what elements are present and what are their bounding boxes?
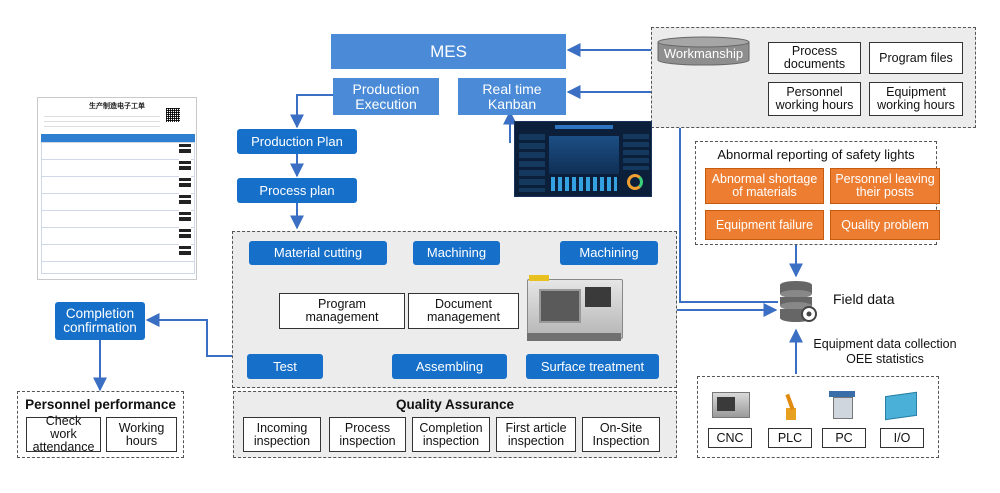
- personnel-performance-title: Personnel performance: [25, 397, 176, 412]
- field-data-database-icon: [780, 281, 817, 322]
- program-management-box: Program management: [279, 293, 405, 329]
- quality-assurance-title: Quality Assurance: [395, 397, 515, 412]
- real-time-kanban-box: Real time Kanban: [458, 78, 566, 115]
- kanban-gauge: [627, 174, 643, 190]
- workmanship-database: Workmanship: [656, 36, 751, 66]
- kanban-title-bar: [555, 125, 613, 129]
- work-order-table-rows: [41, 142, 195, 274]
- plc-robot-icon: [778, 392, 802, 420]
- kanban-center-panel: [549, 136, 619, 174]
- arrow-test-to-completion: [145, 313, 247, 357]
- kanban-bars: [551, 177, 617, 191]
- personnel-working-hours-box: Personnel working hours: [768, 82, 861, 116]
- program-files-box: Program files: [869, 42, 963, 74]
- cnc-box: CNC: [708, 428, 752, 448]
- quality-problem-box: Quality problem: [830, 210, 940, 240]
- work-order-table-header: [41, 134, 195, 142]
- qr-code-icon: [166, 108, 180, 122]
- on-site-inspection-box: On-Site Inspection: [582, 417, 660, 452]
- kanban-right-panel: [623, 134, 649, 170]
- kanban-left-panel: [519, 134, 545, 192]
- surface-treatment-box: Surface treatment: [526, 354, 659, 379]
- personnel-leaving-box: Personnel leaving their posts: [830, 168, 940, 204]
- process-plan-box: Process plan: [237, 178, 357, 203]
- mes-header: MES: [331, 34, 566, 69]
- incoming-inspection-box: Incoming inspection: [243, 417, 321, 452]
- working-hours-box: Working hours: [106, 417, 177, 452]
- check-work-attendance-box: Check work attendance: [26, 415, 101, 454]
- database-icon: [657, 36, 750, 66]
- equipment-working-hours-box: Equipment working hours: [869, 82, 963, 116]
- work-order-document: 生产制造电子工单: [37, 97, 197, 280]
- document-management-box: Document management: [408, 293, 519, 329]
- process-inspection-box: Process inspection: [329, 417, 406, 452]
- plc-box: PLC: [768, 428, 812, 448]
- pc-box: PC: [822, 428, 866, 448]
- material-shortage-box: Abnormal shortage of materials: [705, 168, 824, 204]
- cnc-lathe-image: [527, 275, 623, 342]
- work-order-info-lines: [44, 112, 160, 128]
- production-execution-box: Production Execution: [333, 78, 439, 115]
- work-order-qr-column: [179, 144, 191, 256]
- first-article-inspection-box: First article inspection: [496, 417, 576, 452]
- io-box: I/O: [880, 428, 924, 448]
- process-documents-box: Process documents: [768, 42, 861, 74]
- cnc-device-icon: [712, 392, 750, 418]
- assembling-box: Assembling: [392, 354, 507, 379]
- kanban-dashboard-image: [514, 121, 652, 197]
- equipment-failure-box: Equipment failure: [705, 210, 824, 240]
- completion-inspection-box: Completion inspection: [412, 417, 490, 452]
- equipment-data-collection-label: Equipment data collection: [813, 337, 957, 351]
- arrow-execution-to-plan: [290, 94, 333, 129]
- material-cutting-box: Material cutting: [249, 241, 387, 265]
- completion-confirmation-box: Completion confirmation: [55, 302, 145, 340]
- work-order-title: 生产制造电子工单: [89, 103, 145, 110]
- arrow-field-to-kanban: [566, 85, 778, 303]
- machining-box-2: Machining: [560, 241, 658, 265]
- machining-box-1: Machining: [413, 241, 500, 265]
- production-plan-box: Production Plan: [237, 129, 357, 154]
- io-module-icon: [885, 391, 917, 421]
- workmanship-label: Workmanship: [663, 45, 744, 61]
- test-box: Test: [247, 354, 323, 379]
- oee-statistics-label: OEE statistics: [846, 352, 924, 366]
- safety-lights-title: Abnormal reporting of safety lights: [717, 147, 915, 162]
- field-data-title: Field data: [833, 291, 895, 307]
- pc-device-icon: [825, 391, 859, 421]
